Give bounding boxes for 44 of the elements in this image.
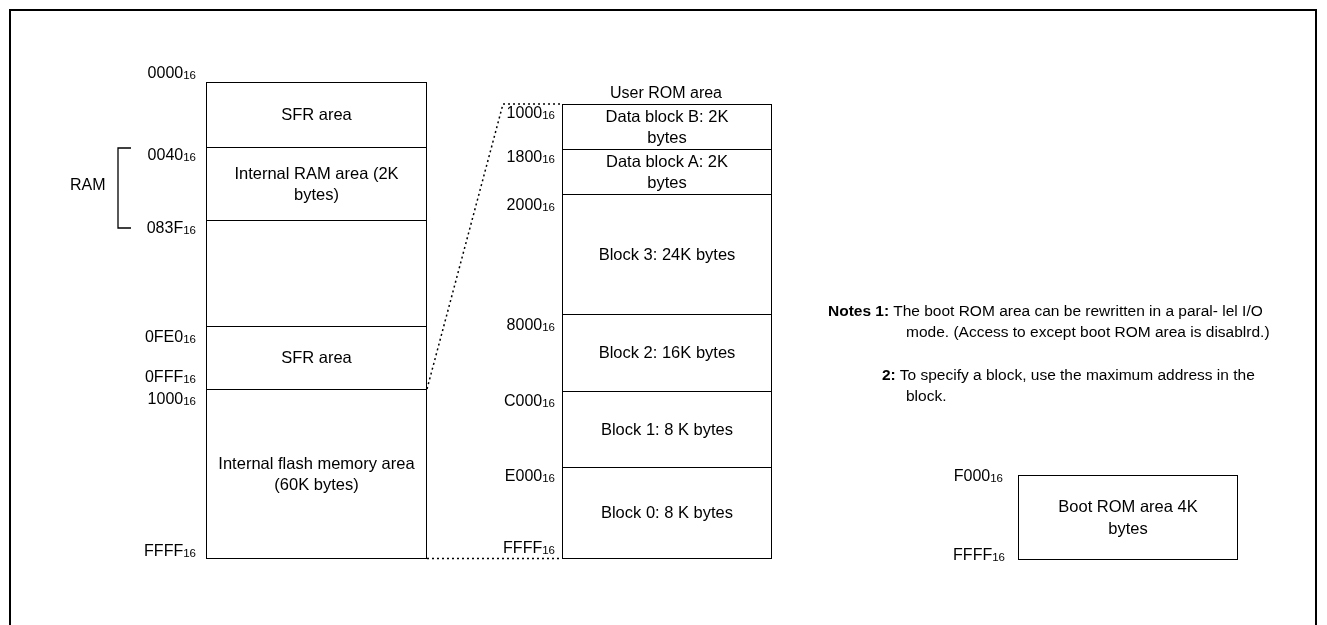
memory-block [206,146,427,222]
memory-block [206,325,427,391]
address-label: 0040$_{16}$ [147,145,196,165]
block-label: SFR area [281,104,352,126]
dotted-connector [426,103,563,390]
block-label: Block 1: 8 K bytes [600,418,734,440]
address-label: C000$_{16}$ [503,391,555,411]
block-label: Internal RAM area (2K bytes) [233,162,400,205]
memory-block [562,104,772,150]
block-label: Data block A: 2K bytes [605,150,729,193]
address-label: FFFF$_{16}$ [953,545,1005,565]
memory-block [206,220,427,327]
address-label: 083F$_{16}$ [146,218,196,238]
address-label: E000$_{16}$ [504,466,555,486]
address-label: 0000$_{16}$ [147,63,196,83]
address-label: FFFF$_{16}$ [144,541,196,561]
memory-block [562,148,772,196]
address-label: 2000$_{16}$ [506,195,555,215]
memory-block [206,82,427,148]
memory-block [562,194,772,315]
region-label: RAM [70,175,106,195]
address-label: 0FE0$_{16}$ [144,327,196,347]
address-label: 1800$_{16}$ [506,147,555,167]
address-label: 0FFF$_{16}$ [144,367,196,387]
memory-block [562,391,772,468]
address-label: 1000$_{16}$ [147,389,196,409]
region-label: User ROM area [610,83,722,103]
memory-block [206,389,427,559]
memory-block [562,313,772,393]
block-label: Internal flash memory area (60K bytes) [217,452,416,495]
block-label: SFR area [281,347,352,369]
note-text: 2: To specify a block, use the maximum address in the block. [882,365,1256,407]
address-label: 1000$_{16}$ [506,103,555,123]
memory-block [1018,475,1238,560]
block-label: Block 3: 24K bytes [598,243,736,265]
memory-block [562,466,772,559]
note-text: Notes 1: The boot ROM area can be rewritten in a paral- lel I/O mode. (Access to except boot ROM area is disablrd.) [828,301,1271,343]
address-label: FFFF$_{16}$ [503,538,555,558]
block-label: Data block B: 2K bytes [604,105,730,148]
block-label: Block 0: 8 K bytes [600,502,734,524]
block-label: Boot ROM area 4K bytes [1058,496,1198,539]
block-label: Block 2: 16K bytes [598,342,736,364]
address-label: 8000$_{16}$ [506,315,555,335]
address-label: F000$_{16}$ [953,466,1003,486]
